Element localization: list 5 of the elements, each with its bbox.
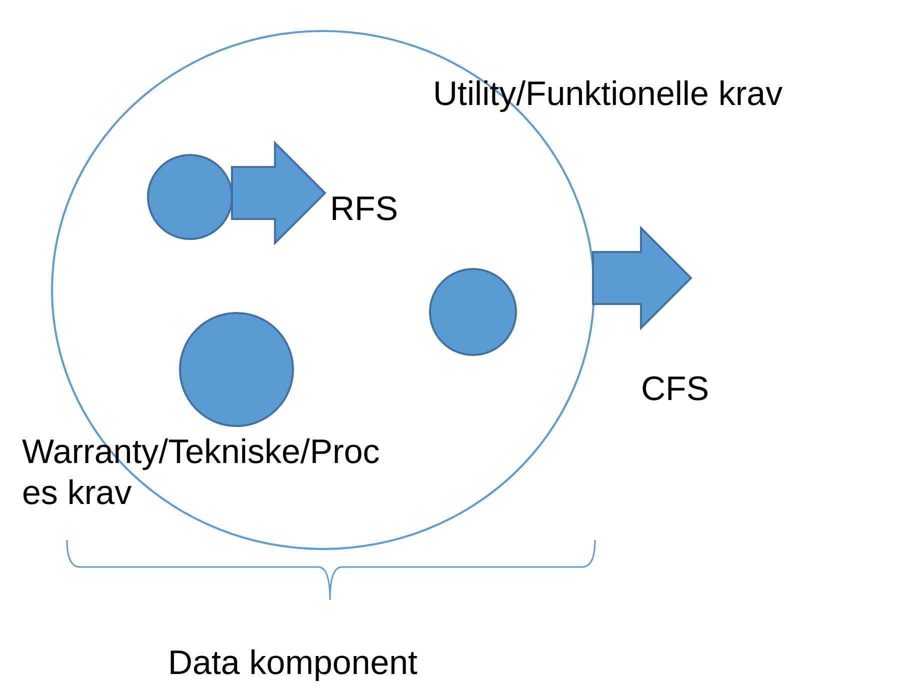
text-label: CFS — [641, 369, 709, 410]
node-label: RFS — [330, 190, 398, 228]
block-arrow — [231, 140, 326, 246]
text-label: Data komponent — [168, 643, 418, 684]
block-arrow — [592, 226, 692, 330]
